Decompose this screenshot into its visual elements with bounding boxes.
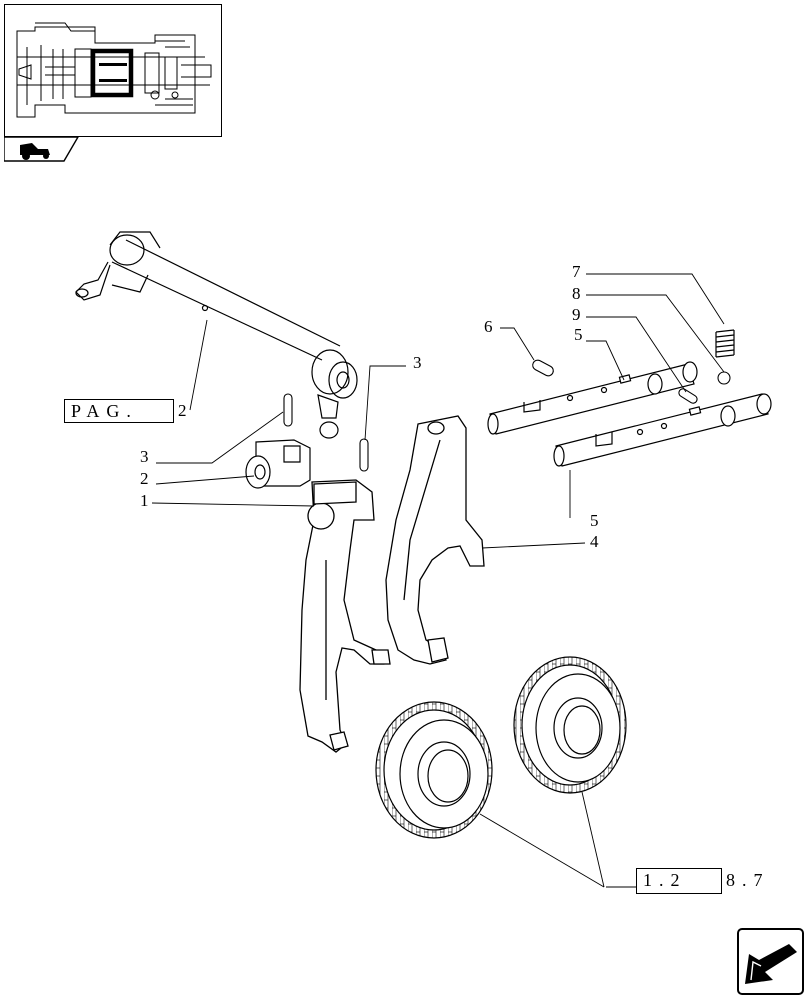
callout-7: 7 — [572, 262, 581, 281]
callout-4: 4 — [590, 532, 599, 551]
roll-pin-left — [283, 393, 293, 427]
section-reference-box[interactable]: 1.2 — [636, 868, 722, 894]
pag-reference-number: 2 — [178, 401, 187, 420]
shift-fork-1 — [299, 479, 391, 753]
section-reference-tail: 8.7 — [726, 870, 770, 890]
pag-reference-box[interactable]: PAG. — [64, 399, 174, 423]
detent-pin — [532, 359, 554, 377]
selector-rod-upper — [487, 361, 698, 435]
callout-2: 2 — [140, 469, 149, 488]
next-page-arrow-icon — [745, 944, 797, 984]
section-reference-main: 1.2 — [643, 870, 687, 890]
callout-5-bottom: 5 — [590, 511, 599, 530]
selector-block — [245, 439, 311, 489]
leader-lines — [151, 273, 725, 888]
detent-spring — [715, 329, 735, 358]
callout-1: 1 — [140, 491, 149, 510]
callout-6: 6 — [484, 317, 493, 336]
transmission-locator-thumbnail — [4, 4, 222, 137]
callout-8: 8 — [572, 284, 581, 303]
detent-ball — [717, 371, 731, 385]
tractor-section-icon[interactable] — [4, 137, 80, 163]
interlock-pin — [678, 388, 698, 404]
synchronizer-sleeve-right — [513, 656, 627, 794]
callout-3-right: 3 — [413, 353, 422, 372]
selector-shaft-assembly — [75, 231, 358, 439]
selector-rod-lower — [553, 393, 772, 467]
roll-pin-right — [359, 438, 369, 472]
next-page-button[interactable] — [737, 928, 804, 995]
transmission-cutaway-image — [16, 22, 212, 118]
pag-reference-label: PAG. — [71, 401, 138, 421]
shift-fork-4 — [385, 415, 485, 665]
callout-5-top: 5 — [574, 325, 583, 344]
callout-9: 9 — [572, 305, 581, 324]
synchronizer-sleeve-left — [375, 701, 493, 839]
callout-3-left: 3 — [140, 447, 149, 466]
